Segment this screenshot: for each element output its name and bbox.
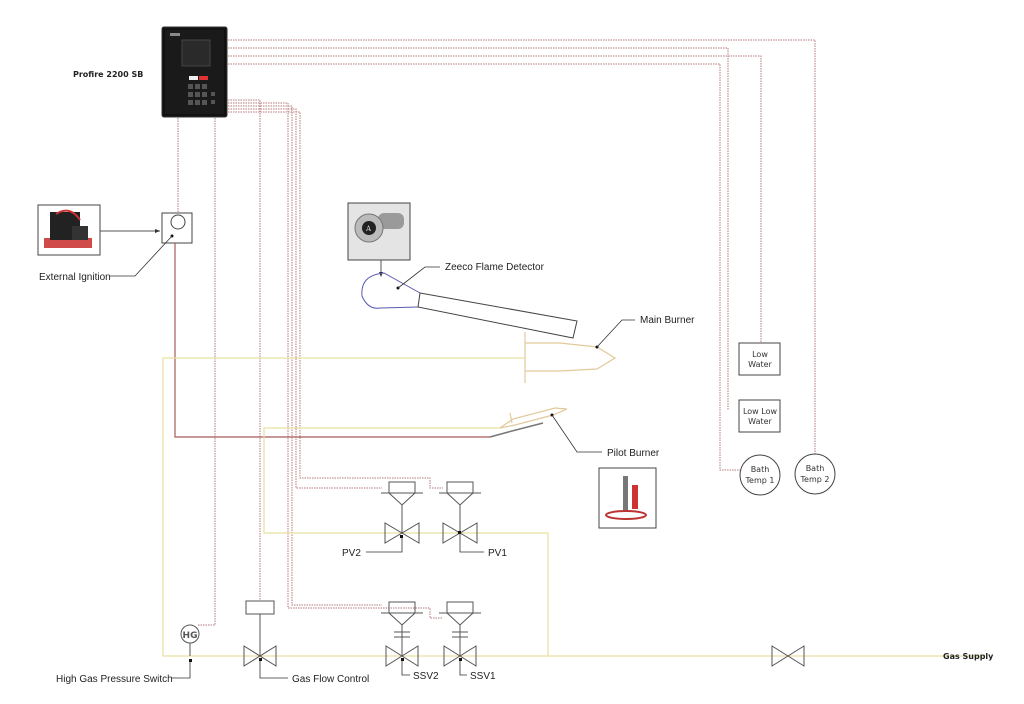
bath-temp-1-label-1: Bath: [751, 465, 770, 474]
pv1-valve[interactable]: [439, 481, 484, 553]
gas-flow-control-valve[interactable]: [243, 600, 288, 679]
control-wiring: [177, 39, 816, 626]
low-low-water-label-1: Low Low: [743, 407, 778, 416]
gas-supply-manual-valve[interactable]: [771, 645, 805, 667]
controller-screen: [181, 39, 211, 67]
bath-temp-2-sensor[interactable]: Bath Temp 2: [794, 453, 836, 495]
controller-button-white[interactable]: [189, 76, 198, 80]
detector-label: Zeeco Flame Detector: [445, 262, 545, 273]
main-burner-label: Main Burner: [640, 315, 695, 326]
flame-detector-image: A: [347, 202, 411, 261]
pv2-label: PV2: [342, 548, 361, 559]
pilot-burner-symbol[interactable]: [489, 407, 568, 438]
hg-symbol: HG: [183, 631, 198, 641]
arrow-icon: [155, 229, 160, 233]
pilot-assembly-image: [598, 467, 657, 529]
ssv1-label: SSV1: [470, 671, 496, 682]
bath-temp-1-label-2: Temp 1: [745, 476, 775, 485]
main-burner-leader: [596, 319, 635, 348]
brand-logo: [170, 33, 180, 36]
detector-leader: [397, 266, 440, 289]
low-low-water-sensor[interactable]: Low Low Water: [738, 399, 781, 433]
ssv2-valve[interactable]: [381, 601, 423, 676]
svg-text:A: A: [365, 225, 372, 233]
low-low-water-label-2: Water: [748, 417, 772, 426]
bath-temp-2-label-2: Temp 2: [800, 475, 830, 484]
hg-switch-label: High Gas Pressure Switch: [56, 674, 173, 685]
ignition-wire: [174, 243, 490, 438]
flame-detector-symbol[interactable]: [361, 272, 578, 339]
bath-temp-1-sensor[interactable]: Bath Temp 1: [739, 454, 781, 496]
controller-keypad[interactable]: [188, 84, 215, 105]
main-burner-symbol[interactable]: [524, 332, 617, 383]
ignition-transformer-image: [37, 204, 101, 256]
pv1-label: PV1: [488, 548, 507, 559]
ssv1-valve[interactable]: [439, 601, 481, 676]
low-water-label-2: Water: [748, 360, 772, 369]
low-water-sensor[interactable]: Low Water: [738, 342, 781, 376]
gas-flow-control-label: Gas Flow Control: [292, 674, 369, 685]
gas-piping: [162, 357, 985, 657]
ignition-label: External Ignition: [39, 272, 111, 283]
bath-temp-2-label-1: Bath: [806, 464, 825, 473]
pilot-burner-label: Pilot Burner: [607, 448, 660, 459]
profire-controller[interactable]: [161, 26, 228, 118]
gas-supply-label: Gas Supply: [943, 652, 994, 661]
low-water-label-1: Low: [752, 350, 768, 359]
controller-label: Profire 2200 SB: [73, 70, 143, 79]
ignition-leader: [110, 235, 173, 277]
controller-button-red[interactable]: [199, 76, 208, 80]
pv2-valve[interactable]: [366, 481, 423, 553]
pilot-burner-leader: [551, 414, 602, 453]
ignition-junction-box[interactable]: [161, 212, 193, 244]
high-gas-pressure-switch[interactable]: HG: [172, 624, 200, 679]
ssv2-label: SSV2: [413, 671, 439, 682]
